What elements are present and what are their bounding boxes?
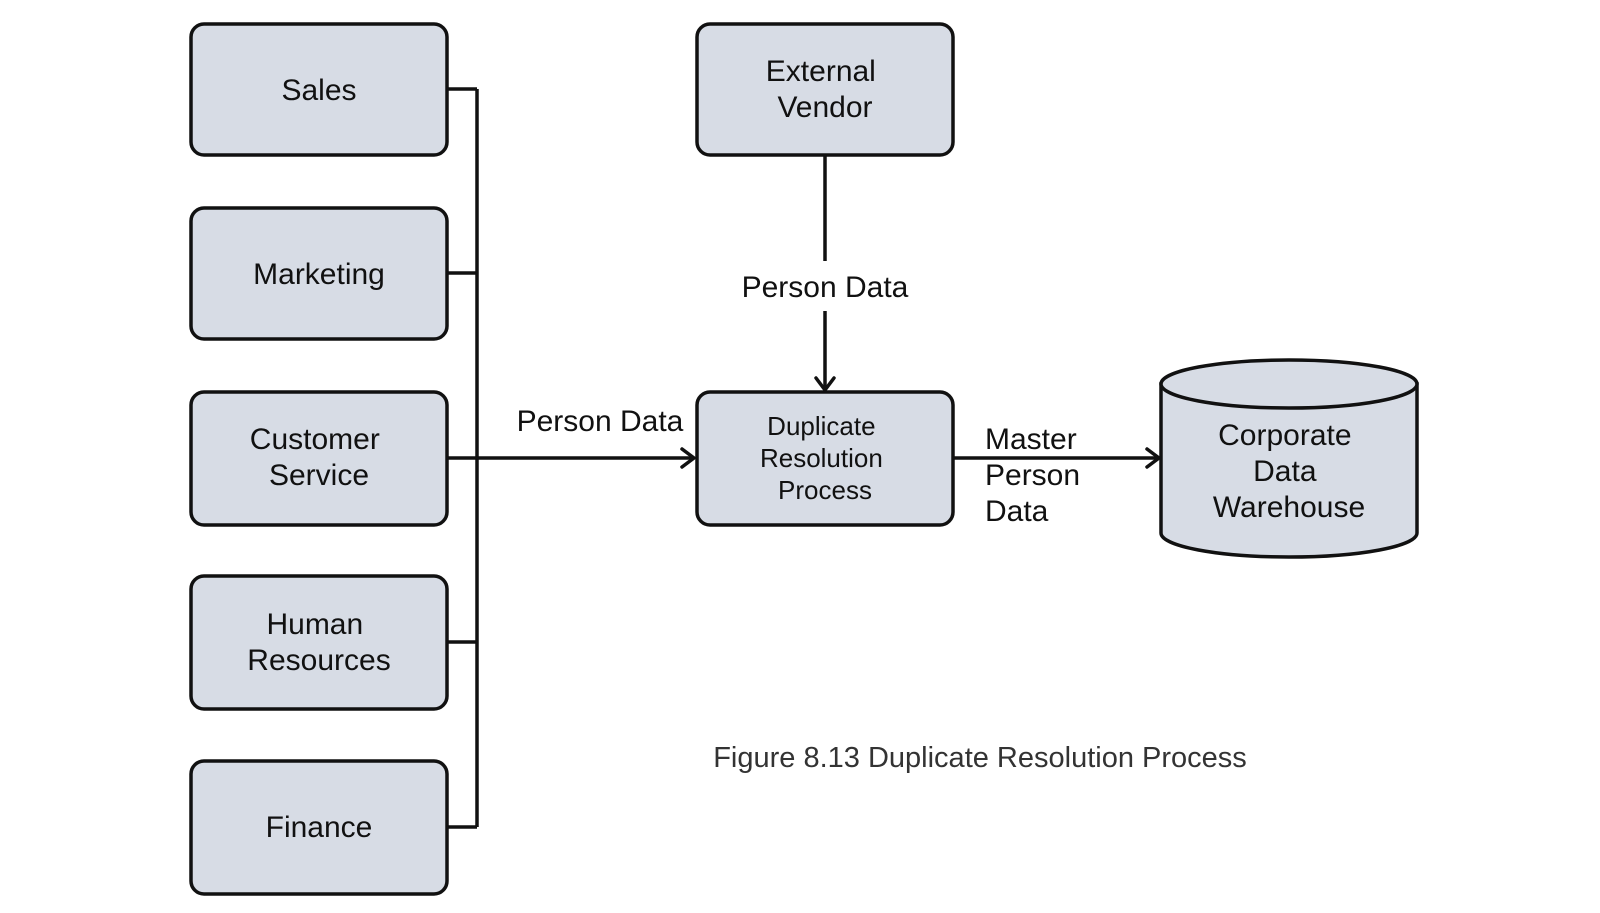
- source-node-marketing: Marketing: [189, 206, 449, 341]
- node-label-line-2: Data: [1253, 455, 1317, 488]
- edge-label-line-3: Data: [985, 495, 1049, 528]
- edge-label-line-2: Person: [985, 459, 1080, 492]
- node-label: Finance: [266, 811, 373, 844]
- svg-text:Duplicate Resolution: Duplicate Resolution Process: [760, 411, 890, 505]
- process-node: Duplicate Resolution Process: [695, 390, 955, 527]
- node-label-line-1: Duplicate: [767, 411, 875, 441]
- svg-text:Marketing: Marketing: [253, 258, 385, 291]
- source-node-customer-service: Customer Service: [189, 390, 449, 527]
- svg-text:Finance: Finance: [266, 811, 373, 844]
- node-label-line-3: Process: [778, 475, 872, 505]
- node-label-line-1: Corporate: [1218, 419, 1351, 452]
- process-to-warehouse-connector: [953, 447, 1161, 469]
- vendor-node: External Vendor: [695, 22, 955, 157]
- node-label-line-2: Service: [269, 459, 369, 492]
- edge-label-process-to-warehouse: Master Person Data: [985, 423, 1088, 528]
- database-cylinder-icon: [1159, 382, 1419, 559]
- node-label-line-2: Resources: [247, 644, 390, 677]
- source-node-human-resources: Human Resources: [189, 574, 449, 711]
- svg-text:Human Resources: Human Resources: [247, 608, 390, 677]
- node-label-line-1: Human: [266, 608, 363, 641]
- edge-label-sources-to-process: Person Data: [517, 405, 684, 438]
- database-cylinder-top: [1159, 358, 1419, 410]
- svg-text:Sales: Sales: [281, 74, 356, 107]
- source-node-finance: Finance: [189, 759, 449, 896]
- node-label: Sales: [281, 74, 356, 107]
- svg-text:Corporate Data War: Corporate Data Warehouse: [1213, 419, 1365, 524]
- svg-text:External Vendor: External Vendor: [766, 55, 884, 124]
- node-label: Marketing: [253, 258, 385, 291]
- svg-text:Customer Service: Customer Service: [250, 423, 388, 492]
- vendor-to-process-connector: [814, 155, 836, 392]
- process-to-warehouse-arrowhead: [1145, 447, 1161, 469]
- source-node-sales: Sales: [189, 22, 449, 157]
- node-label-line-3: Warehouse: [1213, 491, 1365, 524]
- node-label-line-2: Resolution: [760, 443, 883, 473]
- edge-label-vendor-to-process: Person Data: [742, 271, 909, 304]
- edge-label-line-1: Master: [985, 423, 1077, 456]
- node-label-line-1: External: [766, 55, 876, 88]
- vendor-to-process-arrowhead: [814, 376, 836, 392]
- figure-caption: Figure 8.13 Duplicate Resolution Process: [713, 742, 1247, 774]
- node-label-line-2: Vendor: [777, 91, 872, 124]
- warehouse-node: Corporate Data Warehouse: [1159, 358, 1419, 559]
- source-to-process-arrowhead: [680, 447, 696, 469]
- sources-connector: [447, 87, 696, 829]
- node-label-line-1: Customer: [250, 423, 380, 456]
